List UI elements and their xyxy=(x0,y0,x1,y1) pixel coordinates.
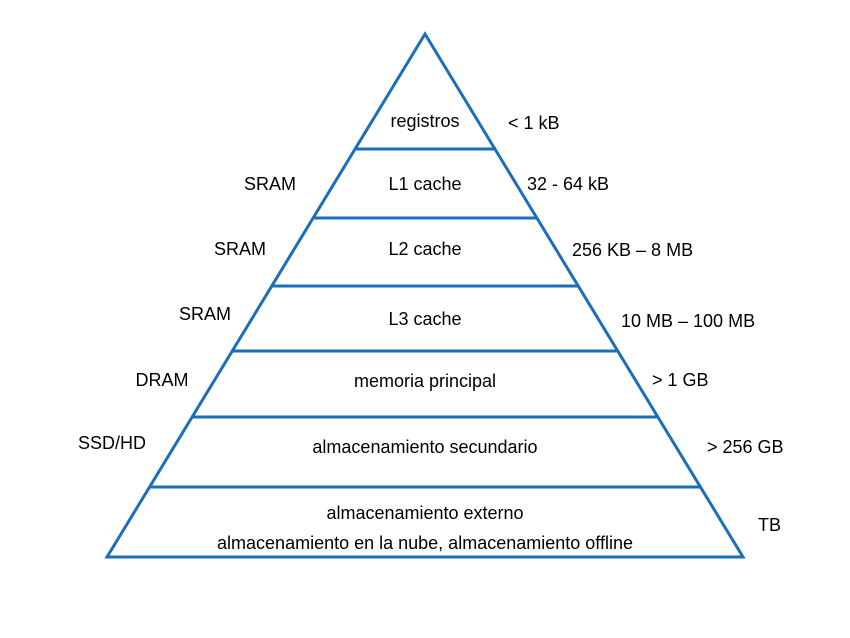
capacity-label: 10 MB – 100 MB xyxy=(621,311,755,331)
level-name: L2 cache xyxy=(388,239,461,259)
level-name: registros xyxy=(390,111,459,131)
technology-label: SRAM xyxy=(179,304,231,324)
level-labels: registros L1 cache L2 cache L3 cache memoria… xyxy=(217,111,633,553)
capacity-label: < 1 kB xyxy=(508,113,560,133)
technology-label: DRAM xyxy=(136,370,189,390)
technology-labels: SRAM SRAM SRAM DRAM SSD/HD xyxy=(78,174,296,453)
level-name: L1 cache xyxy=(388,174,461,194)
level-name: L3 cache xyxy=(388,309,461,329)
technology-label: SRAM xyxy=(244,174,296,194)
capacity-label: 256 KB – 8 MB xyxy=(572,240,693,260)
level-name: almacenamiento en la nube, almacenamient… xyxy=(217,533,633,553)
capacity-label: > 1 GB xyxy=(652,370,709,390)
capacity-labels: < 1 kB 32 - 64 kB 256 KB – 8 MB 10 MB – 100… xyxy=(508,113,784,535)
capacity-label: 32 - 64 kB xyxy=(527,174,609,194)
level-name: almacenamiento externo xyxy=(326,503,523,523)
technology-label: SRAM xyxy=(214,239,266,259)
capacity-label: > 256 GB xyxy=(707,437,784,457)
technology-label: SSD/HD xyxy=(78,433,146,453)
pyramid-outline xyxy=(104,31,746,559)
level-dividers xyxy=(149,147,701,489)
level-name: memoria principal xyxy=(354,371,496,391)
level-name: almacenamiento secundario xyxy=(312,437,537,457)
capacity-label: TB xyxy=(758,515,781,535)
